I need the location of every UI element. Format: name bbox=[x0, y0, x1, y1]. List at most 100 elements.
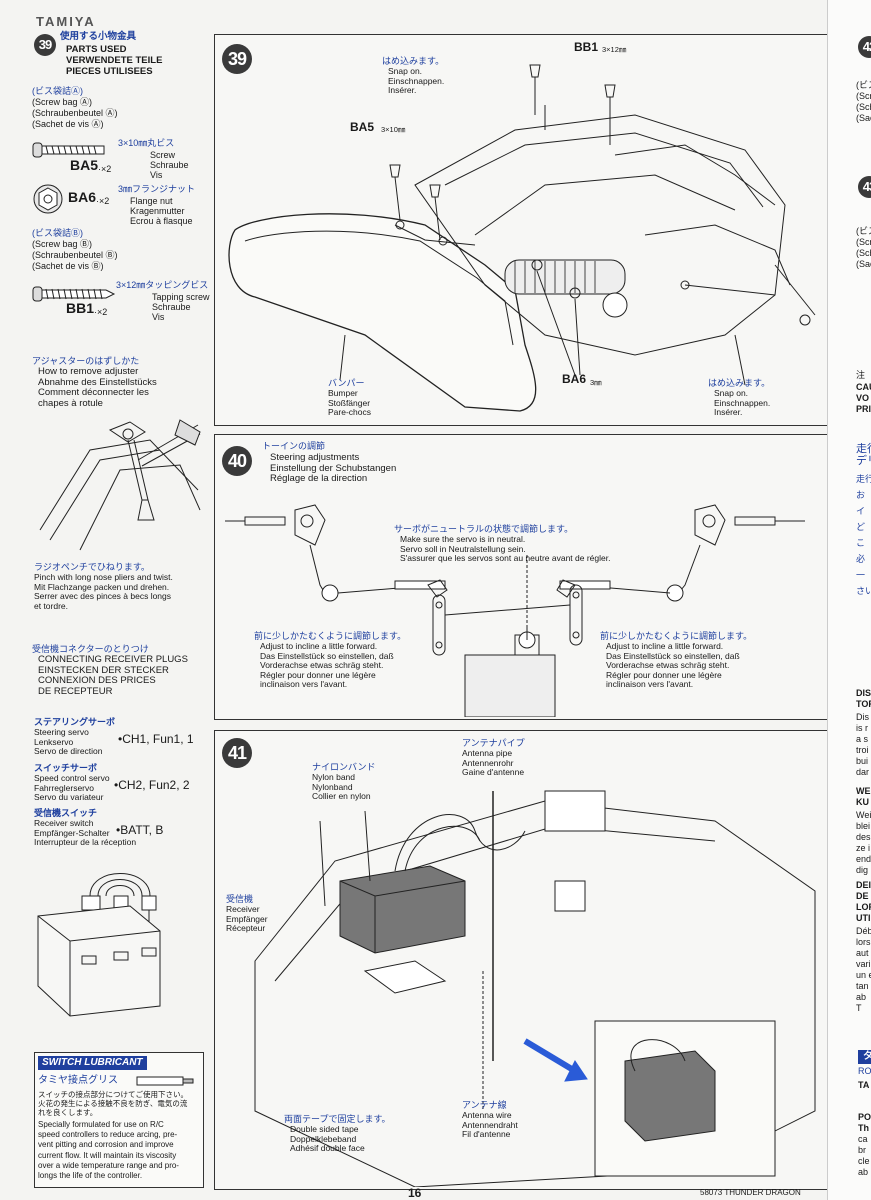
edge-fragment: 注 bbox=[856, 370, 866, 380]
edge-fragment: 必 bbox=[856, 554, 866, 564]
edge-fragment: PRI bbox=[856, 404, 871, 414]
edge-fragment: br bbox=[858, 1145, 867, 1155]
snap-on-2-text: Snap on.Einschnappen.Insérer. bbox=[714, 388, 771, 417]
adjust-left-text: Adjust to incline a little forward.Das E… bbox=[260, 641, 394, 689]
edge-fragment: dig bbox=[856, 865, 869, 875]
edge-fragment: (ビス bbox=[856, 226, 871, 236]
step41-receiver-illustration bbox=[254, 790, 816, 1187]
step43-number: 43 bbox=[858, 176, 871, 198]
snap-on-text: Snap on.Einschnappen.Insérer. bbox=[388, 66, 445, 95]
edge-fragment: un e bbox=[856, 970, 871, 980]
switch-lubricant-badge: SWITCH LUBRICANT bbox=[38, 1056, 147, 1070]
neutral-jp: サーボがニュートラルの状態で調節します。 bbox=[394, 524, 574, 534]
ba5-size: 3×10㎜ bbox=[381, 125, 406, 134]
steering-channel: •CH1, Fun1, 1 bbox=[118, 732, 194, 746]
lubricant-jp-text: スイッチの接点部分につけてご使用下さい。火花の発生による接触不良を防ぎ、電気の流… bbox=[38, 1090, 188, 1117]
edge-fragment: (Sac bbox=[856, 113, 871, 123]
adjust-right-jp: 前に少しかたむくように調節します。 bbox=[600, 631, 753, 641]
edge-fragment: こ bbox=[856, 538, 866, 548]
edge-badge: タ bbox=[858, 1050, 871, 1064]
edge-fragment: cle bbox=[858, 1156, 870, 1166]
antenna-wire-jp: アンテナ線 bbox=[462, 1100, 507, 1110]
lubricant-jp: タミヤ接点グリス bbox=[38, 1075, 118, 1086]
edge-fragment: ca bbox=[858, 1134, 868, 1144]
edge-fragment: UTI bbox=[856, 913, 871, 923]
edge-fragment: お bbox=[856, 490, 866, 500]
edge-fragment: tan bbox=[856, 981, 869, 991]
edge-fragment: T bbox=[856, 1003, 862, 1013]
speed-channel: •CH2, Fun2, 2 bbox=[114, 778, 190, 792]
ba6-label: BA6 bbox=[562, 372, 587, 386]
edge-fragment: is r bbox=[856, 723, 868, 733]
pliers-jp: ラジオペンチでひねります。 bbox=[34, 562, 150, 572]
receiver-jp: 受信機 bbox=[226, 894, 254, 904]
edge-fragment: (ビス bbox=[856, 80, 871, 90]
ba5-size-jp: 3×10㎜丸ビス bbox=[118, 138, 175, 148]
step39-parts-number: 39 bbox=[34, 34, 56, 56]
step40-number: 40 bbox=[222, 446, 252, 476]
step39-number: 39 bbox=[222, 44, 252, 74]
edge-fragment: DIS bbox=[856, 688, 871, 698]
edge-fragment: イ bbox=[856, 506, 866, 516]
model-name: 58073 THUNDER DRAGON bbox=[700, 1188, 801, 1197]
edge-fragment: LOF bbox=[856, 902, 871, 912]
edge-fragment: ab bbox=[856, 992, 867, 1002]
edge-fragment: des bbox=[856, 832, 871, 842]
pliers-text: Pinch with long nose pliers and twist.Mi… bbox=[34, 572, 173, 611]
rx-batt-channel: •BATT, B bbox=[116, 823, 164, 837]
edge-fragment: Déb bbox=[856, 926, 871, 936]
nylon-band-jp: ナイロンバンド bbox=[312, 762, 376, 772]
edge-fragment: aut bbox=[856, 948, 869, 958]
edge-fragment: (Sch bbox=[856, 102, 871, 112]
edge-fragment: VO bbox=[856, 393, 870, 403]
edge-fragment: DE bbox=[856, 891, 869, 901]
switch-lubricant-box bbox=[34, 1052, 204, 1188]
edge-fragment: RO bbox=[858, 1066, 871, 1076]
edge-fragment: DEI bbox=[856, 880, 871, 890]
bb1-label: BB1 bbox=[574, 40, 599, 54]
edge-fragment: さい bbox=[856, 586, 871, 596]
edge-fragment: WE bbox=[856, 786, 871, 796]
edge-fragment: Dis bbox=[856, 712, 869, 722]
ba5-label: BA5 bbox=[350, 120, 375, 134]
edge-fragment: (Scr bbox=[856, 91, 871, 101]
next-page-edge: 42 (ビス (Scr (Sch (Sac 43 (ビス (Scr (Sch (… bbox=[827, 0, 871, 1200]
ba6-size: 3㎜ bbox=[590, 378, 602, 387]
edge-fragment: dar bbox=[856, 767, 870, 777]
edge-fragment: a s bbox=[856, 734, 869, 744]
lubricant-tube-icon bbox=[136, 1076, 194, 1086]
page-number: 16 bbox=[408, 1186, 422, 1200]
edge-fragment: end bbox=[856, 854, 871, 864]
bumper-jp: バンパー bbox=[328, 378, 365, 388]
adjuster-title-jp: アジャスターのはずしかた bbox=[32, 356, 140, 366]
edge-fragment: Wei bbox=[856, 810, 871, 820]
adjuster-removal-illustration bbox=[39, 419, 201, 551]
ba5-code: BA5 bbox=[70, 157, 99, 173]
adjust-right-text: Adjust to incline a little forward.Das E… bbox=[606, 641, 740, 689]
edge-fragment: lors bbox=[856, 937, 871, 947]
edge-fragment: TOF bbox=[856, 699, 871, 709]
edge-fragment: TA bbox=[858, 1080, 870, 1090]
receiver-title-jp: 受信機コネクターのとりつけ bbox=[32, 644, 149, 654]
edge-fragment: PO bbox=[858, 1112, 871, 1122]
steering-title-jp: トーインの調節 bbox=[262, 441, 326, 451]
snap-on-2-jp: はめ込みます。 bbox=[708, 378, 771, 388]
edge-fragment: KU bbox=[856, 797, 869, 807]
ba6-qty: ·×2 bbox=[96, 196, 110, 206]
step42-number: 42 bbox=[858, 36, 871, 58]
edge-fragment: bui bbox=[856, 756, 869, 766]
screw-bag-b: (ビス袋詰Ⓑ)(Screw bag Ⓑ)(Schraubenbeutel Ⓑ)(… bbox=[32, 228, 118, 271]
bb1-size-jp: 3×12㎜タッピングビス bbox=[116, 280, 209, 290]
edge-fragment: CAU bbox=[856, 382, 871, 392]
